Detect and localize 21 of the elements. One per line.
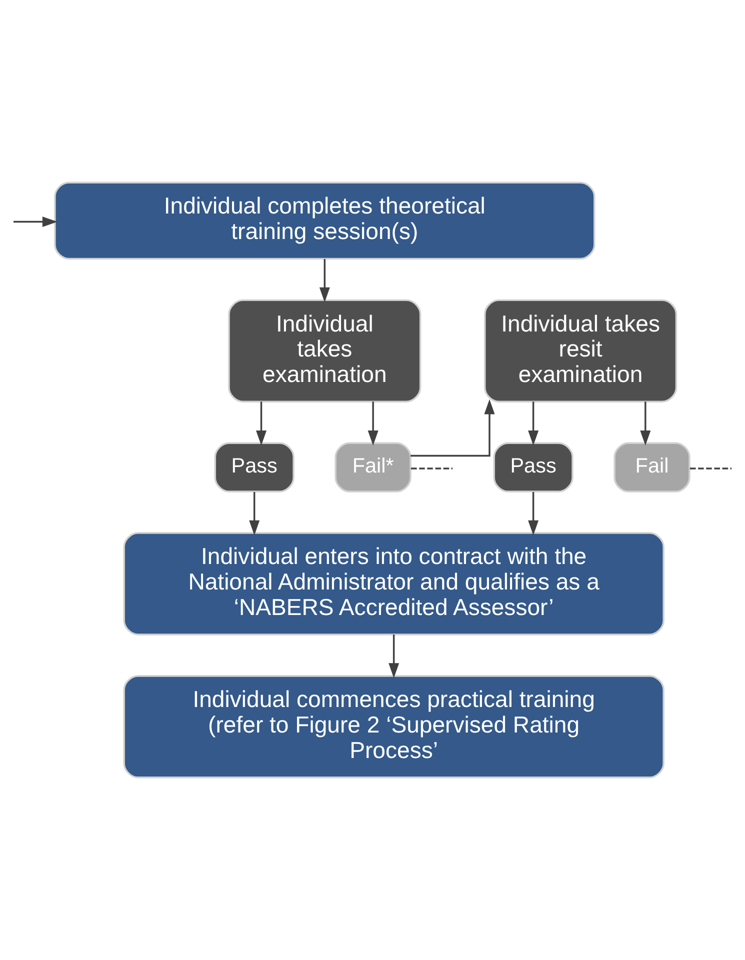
connector bbox=[410, 468, 453, 470]
node-box: Pass bbox=[214, 442, 294, 492]
arrow bbox=[640, 402, 651, 446]
node-box: Individual commences practical training (refer to Figure 2 ‘Supervised Rating Process’ bbox=[123, 675, 664, 778]
node-box: Individual takes examination bbox=[228, 299, 422, 402]
arrow bbox=[528, 402, 539, 446]
arrow bbox=[256, 402, 267, 446]
arrow bbox=[319, 259, 330, 302]
arrow bbox=[14, 216, 58, 228]
node-box: Fail bbox=[614, 442, 690, 492]
arrow bbox=[528, 492, 539, 536]
arrow bbox=[410, 399, 495, 457]
node-box: Individual enters into contract with the National Administrator and qualifies as a ‘NABERS Accredited Assessor’ bbox=[123, 532, 664, 636]
arrow bbox=[249, 492, 260, 536]
node-box: Individual completes theoretical training session(s) bbox=[54, 182, 596, 260]
arrow bbox=[388, 634, 400, 678]
arrow bbox=[368, 402, 378, 446]
node-box: Individual takes resit examination bbox=[484, 299, 678, 402]
node-box: Fail* bbox=[334, 442, 412, 492]
connector bbox=[690, 468, 732, 470]
node-box: Pass bbox=[493, 442, 574, 492]
